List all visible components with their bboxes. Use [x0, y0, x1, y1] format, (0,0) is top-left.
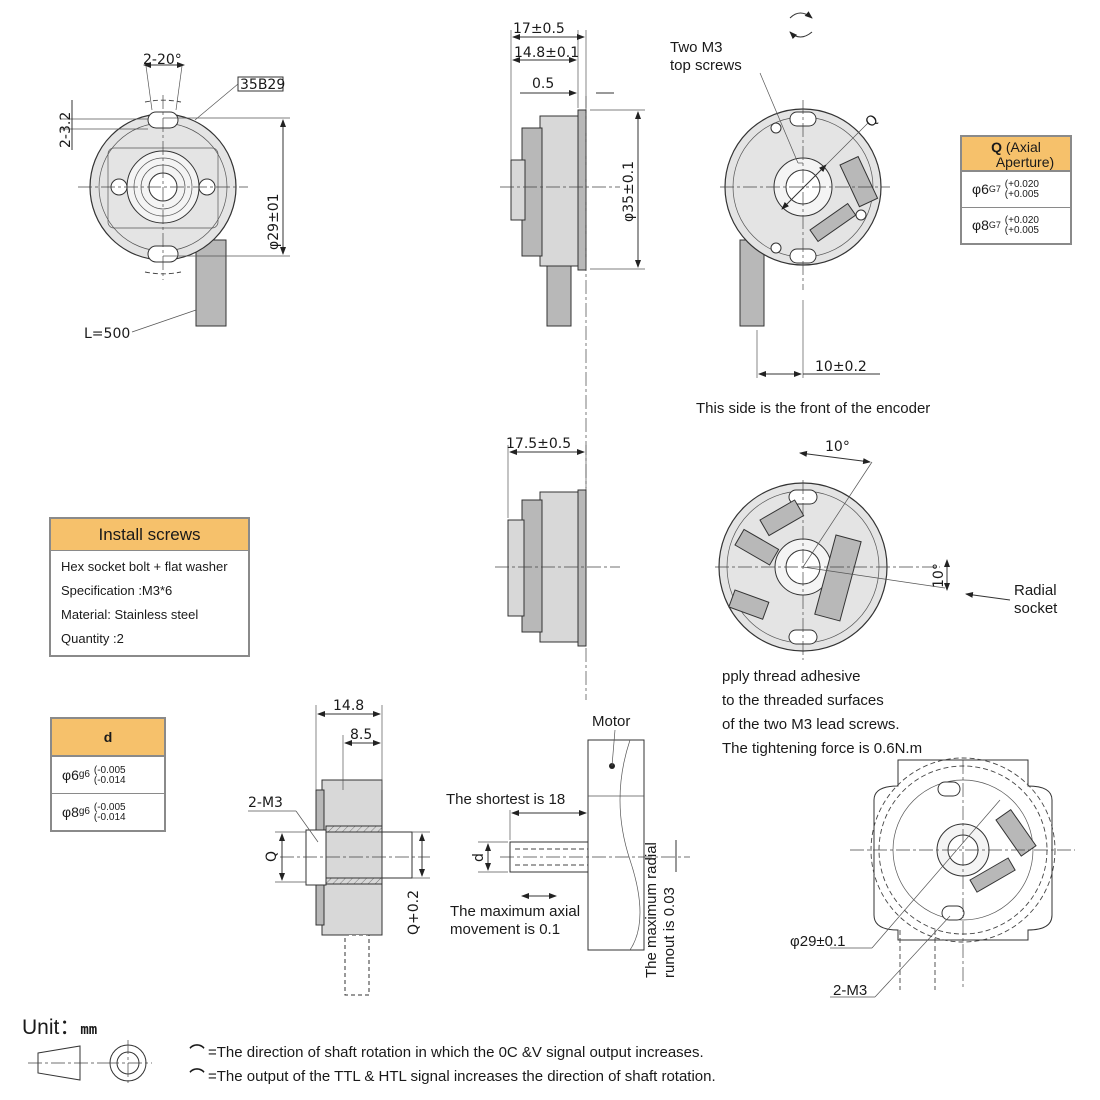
width-10-label: 10±0.2: [815, 359, 867, 375]
legend-ccw-text: =The direction of shaft rotation in whic…: [208, 1044, 704, 1061]
install-screws-table: Install screws Hex socket bolt + flat wa…: [49, 517, 250, 657]
q-size: φ8: [972, 217, 989, 233]
shortest-label: The shortest is 18: [446, 791, 565, 808]
cable: [195, 239, 227, 327]
motor-shaft-view: Motor The shortest is 18 d The maximum a…: [446, 713, 690, 978]
radial-line-2: runout is 0.03: [661, 887, 678, 978]
d-size: φ8: [62, 804, 79, 820]
d-size: φ6: [62, 767, 79, 783]
projection-symbol: [28, 1040, 152, 1086]
d-grade: g6: [78, 806, 90, 817]
install-instructions: pply thread adhesive to the threaded sur…: [722, 668, 922, 757]
q-label: Q: [264, 851, 280, 862]
width-17-5-label: 17.5±0.5: [506, 436, 571, 452]
install-row: Quantity :2: [61, 631, 124, 646]
motor-label: Motor: [592, 713, 630, 730]
axial-line-2: movement is 0.1: [450, 921, 560, 938]
offset-2-3-2-label: 2-3.2: [58, 112, 74, 148]
q-grade: G7: [988, 220, 1001, 230]
angle-top-label: 10°: [825, 439, 850, 455]
width-17-label: 17±0.5: [513, 21, 565, 37]
unit-label: Unit：mm: [22, 1011, 97, 1041]
side-view-middle: 17.5±0.5: [495, 436, 620, 647]
legend-cw-text: =The output of the TTL & HTL signal incr…: [208, 1068, 716, 1085]
q-table-header: Q (Axial Aperture): [962, 137, 1070, 171]
d-table-row: φ8g6 (-0.005(-0.014: [52, 793, 164, 830]
q-table-row: φ8G7 (+0.020(+0.005: [962, 207, 1070, 243]
install-step-4: The tightening force is 0.6N.m: [722, 740, 922, 757]
front-view-top-right: Q Two M3 top screws 10±0.2 This side is …: [670, 11, 930, 417]
width-8-5-label: 8.5: [350, 727, 372, 743]
side-view-top: 17±0.5 14.8±0.1 0.5 φ35±0.1: [500, 21, 645, 700]
socket-label: socket: [1014, 600, 1058, 617]
axial-line-1: The maximum axial: [450, 903, 580, 920]
cable-length-label: L=500: [84, 326, 130, 342]
two-m3-label: Two M3: [670, 39, 723, 56]
cw-arrow-icon: ⌒: [189, 1068, 205, 1085]
q-aperture-table: Q (Axial Aperture) φ6G7 (+0.020(+0.005 φ…: [960, 135, 1072, 245]
d-upper-tol: (-0.005: [93, 765, 126, 777]
angle-side-label: 10°: [931, 563, 947, 588]
d-table-row: φ6g6 (-0.005(-0.014: [52, 756, 164, 793]
q-grade: G7: [988, 184, 1001, 194]
q-table-row: φ6G7 (+0.020(+0.005: [962, 171, 1070, 207]
q-header-symbol: Q: [991, 139, 1002, 155]
q-size: φ6: [972, 181, 989, 197]
radial-socket-view: 10° 10° Radial socket: [715, 439, 1058, 660]
d-label: d: [471, 853, 487, 862]
front-side-note: This side is the front of the encoder: [696, 400, 930, 417]
q-upper-tol: (+0.020: [1004, 179, 1039, 191]
mount-dia-29-label: φ29±0.1: [790, 933, 846, 950]
install-row: Specification :M3*6: [61, 583, 173, 598]
front-view-top-left: 2-20° 2-3.2 35B29 φ29±01 L=500: [58, 52, 290, 342]
d-table-header: d: [52, 719, 164, 756]
install-step-1: pply thread adhesive: [722, 668, 860, 685]
shaft-section-view: 14.8 8.5 2-M3 Q Q+0.2: [248, 698, 430, 996]
width-14-8-label: 14.8±0.1: [514, 45, 579, 61]
unit-value: mm: [80, 1022, 98, 1038]
d-grade: g6: [78, 769, 90, 780]
d-lower-tol: (-0.014: [93, 775, 126, 787]
install-row: Material: Stainless steel: [61, 607, 199, 622]
angle-2-20-label: 2-20°: [143, 52, 182, 68]
width-14-8-label: 14.8: [333, 698, 364, 714]
unit-label-text: Unit：: [22, 1016, 81, 1039]
d-lower-tol: (-0.014: [93, 812, 126, 824]
m3-thread-label: 2-M3: [248, 795, 283, 811]
legend-cw: ⌒=The output of the TTL & HTL signal inc…: [186, 1065, 716, 1086]
width-0-5-label: 0.5: [532, 76, 554, 92]
ccw-arrow-icon: ⌒: [189, 1044, 205, 1061]
dia-35-label: φ35±0.1: [621, 161, 637, 222]
q-header-line2: Aperture): [995, 154, 1055, 170]
q-lower-tol: (+0.005: [1004, 225, 1039, 237]
q-upper-tol: (+0.020: [1004, 215, 1039, 227]
top-screws-label: top screws: [670, 57, 742, 74]
install-row: Hex socket bolt + flat washer: [61, 559, 228, 574]
mounting-flange-view: φ29±0.1 2-M3: [790, 757, 1075, 999]
radial-label: Radial: [1014, 582, 1057, 599]
install-step-2: to the threaded surfaces: [722, 692, 884, 709]
q-plus-label: Q+0.2: [406, 890, 422, 935]
dia-29-label: φ29±01: [266, 193, 282, 250]
radial-line-1: The maximum radial: [643, 842, 660, 978]
part-tag: 35B29: [240, 77, 285, 93]
legend-ccw: ⌒=The direction of shaft rotation in whi…: [186, 1041, 704, 1062]
q-aperture-label: Q: [863, 112, 882, 131]
q-lower-tol: (+0.005: [1004, 189, 1039, 201]
q-header-line1: (Axial: [1005, 139, 1041, 155]
d-shaft-table: d φ6g6 (-0.005(-0.014 φ8g6 (-0.005(-0.01…: [50, 717, 166, 832]
install-screws-title: Install screws: [51, 519, 248, 551]
mount-m3-label: 2-M3: [833, 982, 867, 999]
install-step-3: of the two M3 lead screws.: [722, 716, 900, 733]
d-upper-tol: (-0.005: [93, 802, 126, 814]
